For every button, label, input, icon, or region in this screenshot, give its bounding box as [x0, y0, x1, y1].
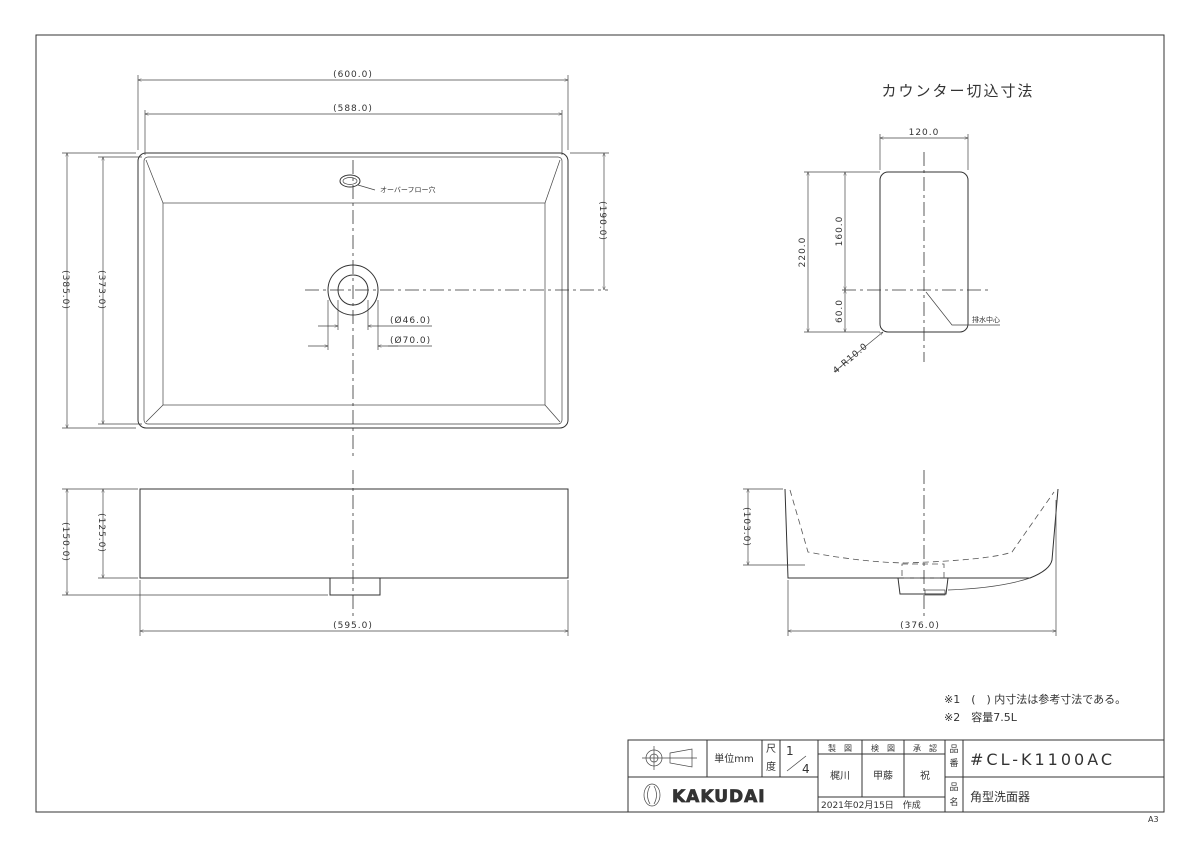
part-no-label-2: 番	[949, 757, 958, 769]
drain-center-label: 排水中心	[972, 315, 1000, 324]
title-block: 単位mm 尺 度 1 4 製 図 検 図 承 認 梶川 甲藤 祝 2021年02…	[627, 739, 1165, 813]
top-view: オーバーフロー穴 (600.0) (588.0) (385.0) (373.0)…	[60, 70, 609, 460]
overflow-hole	[339, 174, 361, 188]
checked-label: 検 図	[871, 743, 895, 753]
note-1: ※1 ( ) 内寸法は参考寸法である。	[944, 692, 1126, 706]
approved-by: 祝	[920, 769, 930, 782]
kakudai-logo: KAKUDAI	[643, 783, 766, 807]
dim-150: (150.0)	[60, 522, 70, 562]
dim-dia70: (Ø70.0)	[390, 335, 431, 346]
dim-376: (376.0)	[900, 621, 940, 631]
brand-name: KAKUDAI	[672, 787, 766, 807]
unit-label: 単位mm	[714, 752, 753, 765]
dim-588: (588.0)	[333, 104, 373, 114]
dim-radius: 4-R10.0	[832, 341, 871, 376]
dim-103: (103.0)	[741, 507, 751, 547]
scale-numerator: 1	[786, 744, 794, 758]
front-view: (150.0) (125.0) (595.0)	[60, 470, 569, 636]
name-label-2: 名	[949, 796, 958, 808]
scale-label-2: 度	[766, 760, 776, 773]
dim-dia46: (Ø46.0)	[390, 315, 431, 326]
dim-373: (373.0)	[96, 270, 106, 310]
third-angle-projection-icon	[642, 746, 697, 770]
note-2: ※2 容量7.5L	[944, 710, 1018, 724]
dim-160: 160.0	[835, 216, 845, 247]
dim-190: (190.0)	[597, 201, 607, 241]
date: 2021年02月15日 作成	[821, 799, 921, 811]
product-name: 角型洗面器	[970, 790, 1030, 804]
part-number: #CL-K1100AC	[970, 750, 1115, 769]
counter-cutout-view: カウンター切込寸法 120.0 220.0 160.0 60.0 4-R10.0…	[798, 82, 1034, 376]
dim-600: (600.0)	[333, 70, 373, 80]
side-view: (103.0) (376.0)	[741, 470, 1059, 636]
approved-label: 承 認	[913, 743, 937, 753]
part-no-label: 品	[949, 744, 958, 755]
cutout-title: カウンター切込寸法	[881, 82, 1034, 100]
sheet-size: A3	[1148, 815, 1159, 824]
drawing-border	[35, 34, 1165, 813]
scale-denominator: 4	[802, 762, 810, 776]
scale-label: 尺	[766, 743, 776, 755]
dim-220: 220.0	[798, 237, 808, 268]
dim-595: (595.0)	[333, 621, 373, 631]
dim-120: 120.0	[909, 128, 940, 138]
drawn-by: 梶川	[830, 769, 850, 782]
dim-60: 60.0	[835, 299, 845, 323]
drawn-label: 製 図	[828, 743, 852, 753]
checked-by: 甲藤	[873, 770, 893, 782]
overflow-label: オーバーフロー穴	[380, 185, 436, 194]
dim-125: (125.0)	[96, 513, 106, 553]
dim-385: (385.0)	[60, 270, 70, 310]
name-label: 品	[949, 782, 958, 793]
